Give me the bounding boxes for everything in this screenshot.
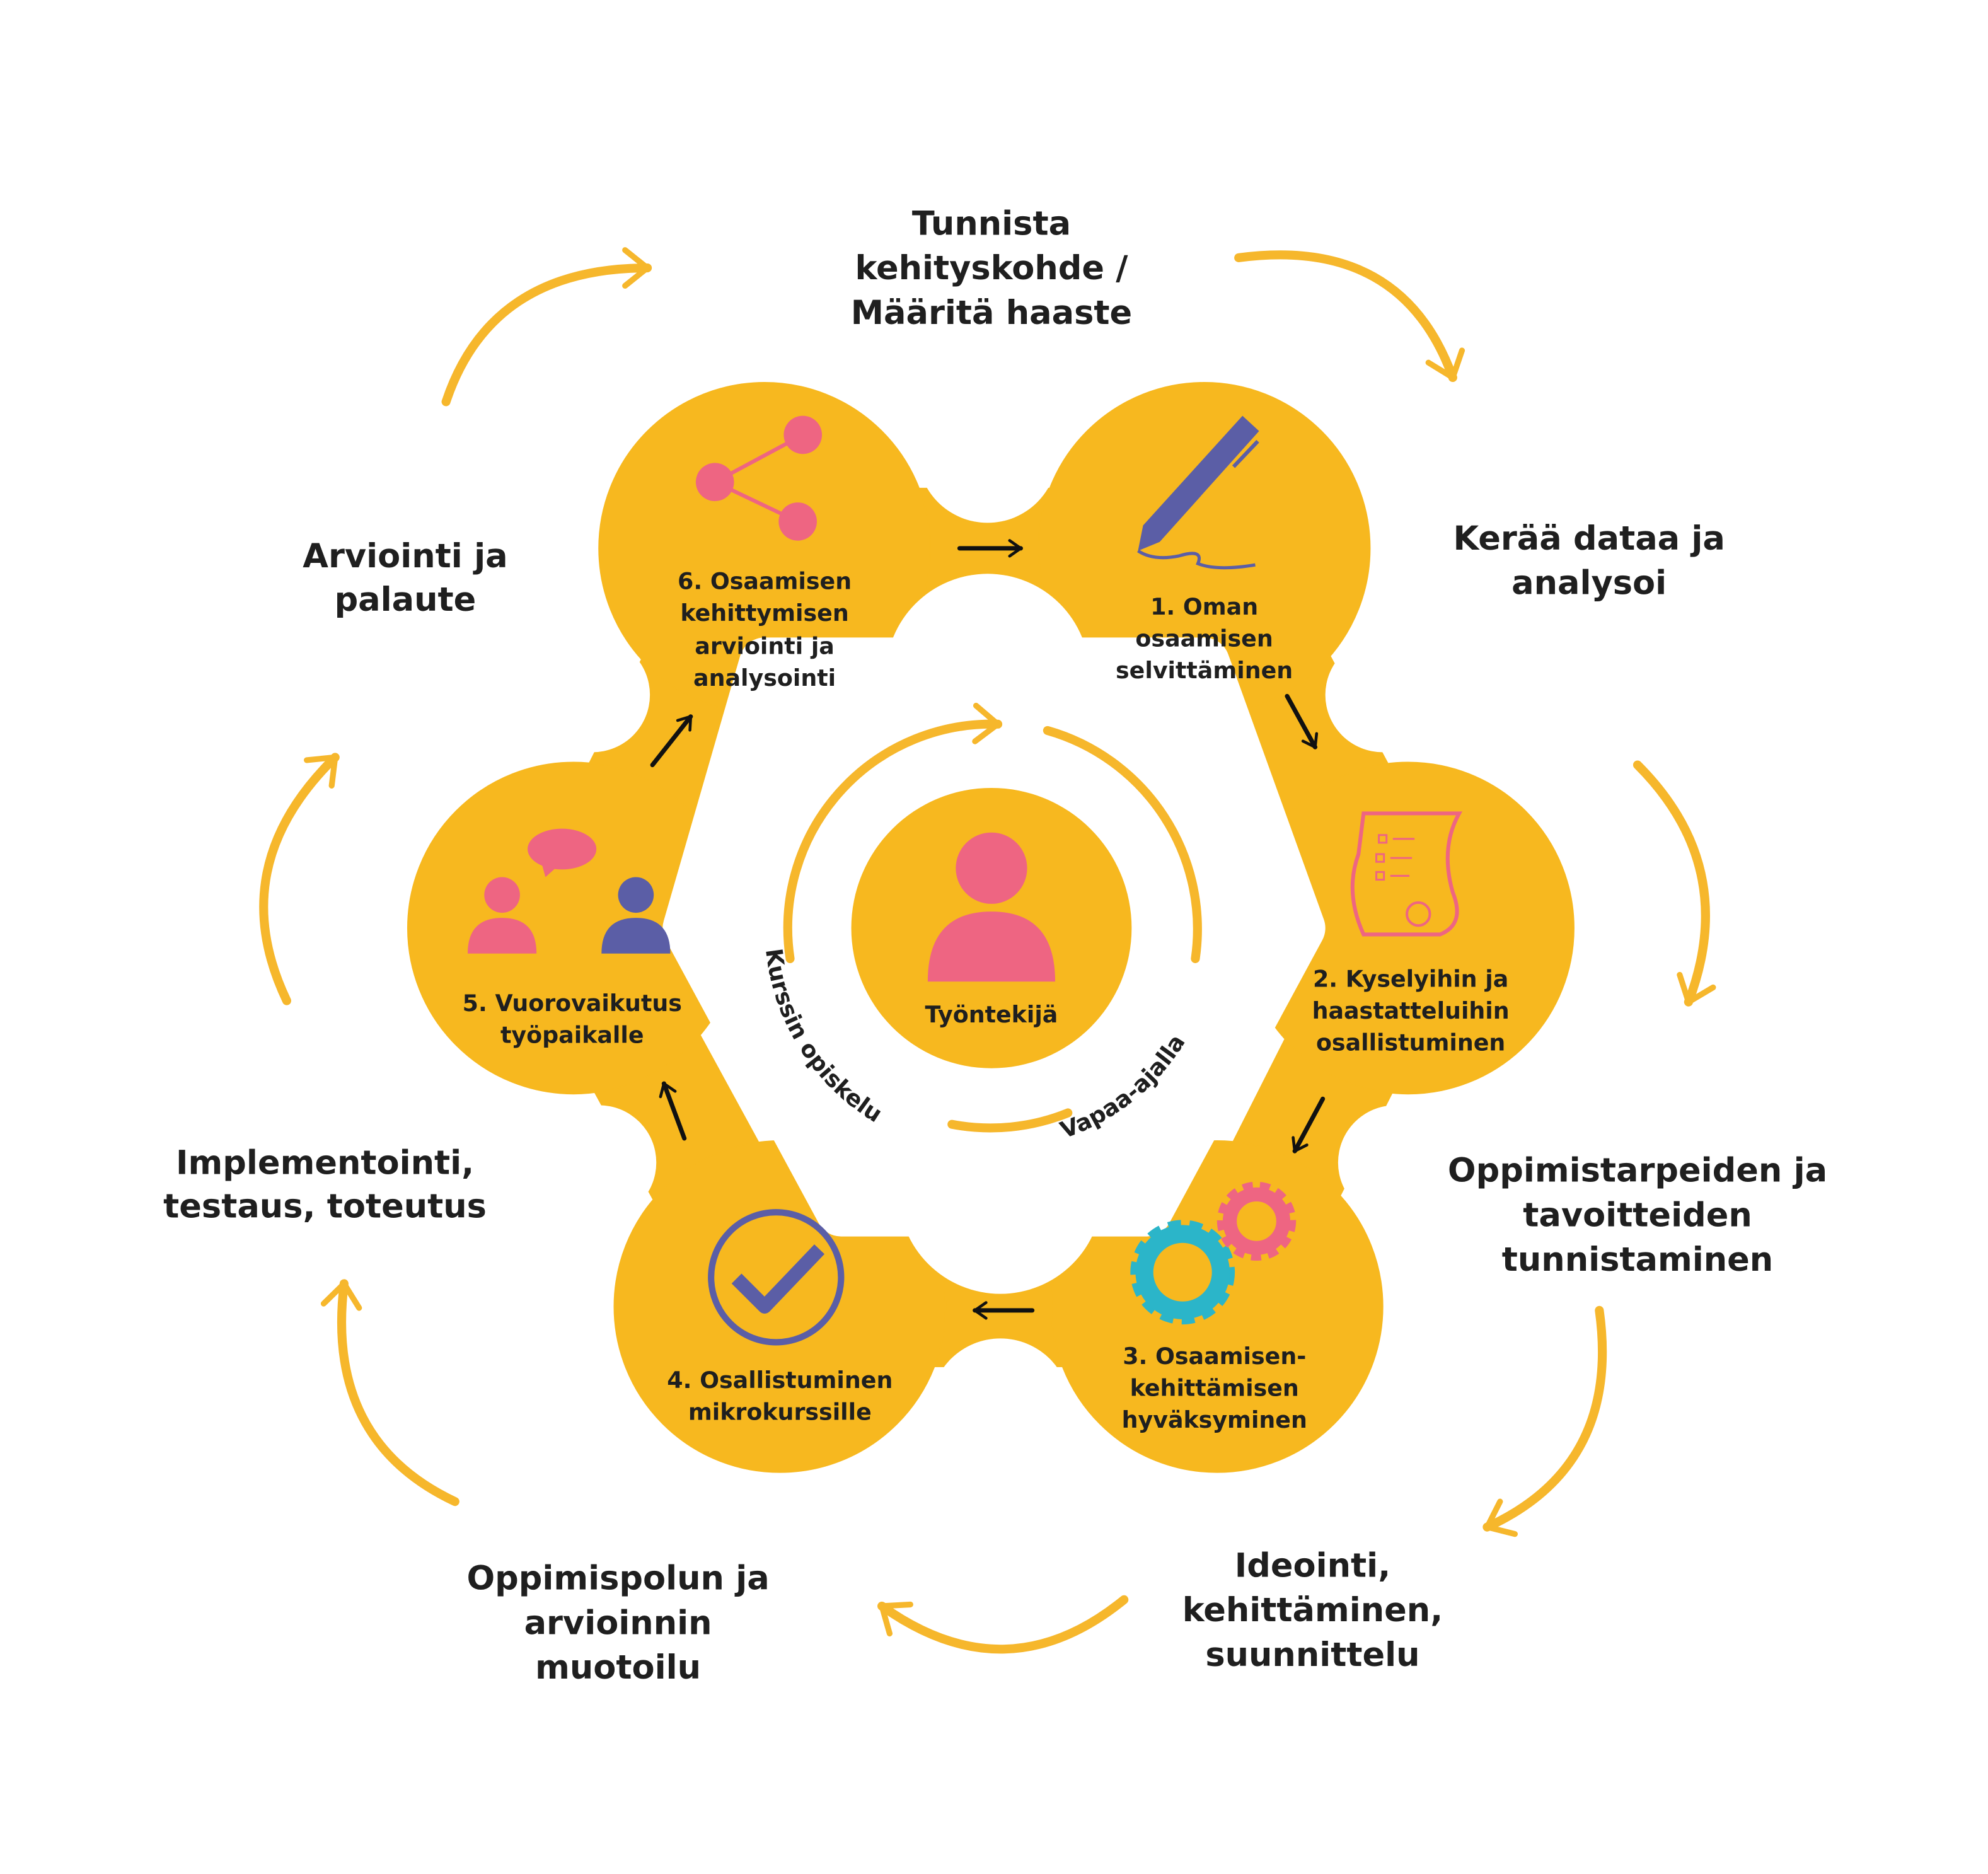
- inner-arc-bottom: [947, 1108, 1073, 1133]
- survey-document-icon: [1350, 811, 1463, 937]
- outer-step-6: Implementointi,testaus, toteutus: [163, 1144, 487, 1226]
- checkmark-circle-icon: [708, 1209, 845, 1346]
- inner-arc-right: [1043, 726, 1202, 963]
- inner-arc-left: [783, 702, 1003, 963]
- pen-icon: [1137, 415, 1259, 570]
- inner-hole-bottom: [898, 1090, 1102, 1294]
- gears-icon: [1130, 1181, 1297, 1325]
- outer-cycle-arrows: [259, 247, 1716, 1654]
- outer-step-4: Ideointi,kehittäminen,suunnittelu: [1182, 1546, 1443, 1674]
- people-conversation-icon: [467, 828, 671, 954]
- ring-notches: [535, 383, 1453, 1479]
- inner-hole-top: [886, 574, 1090, 778]
- share-icon: [695, 415, 823, 541]
- center-label: Työntekijä: [925, 1001, 1058, 1028]
- person-icon: [927, 832, 1056, 982]
- flow-arrows: [650, 539, 1326, 1320]
